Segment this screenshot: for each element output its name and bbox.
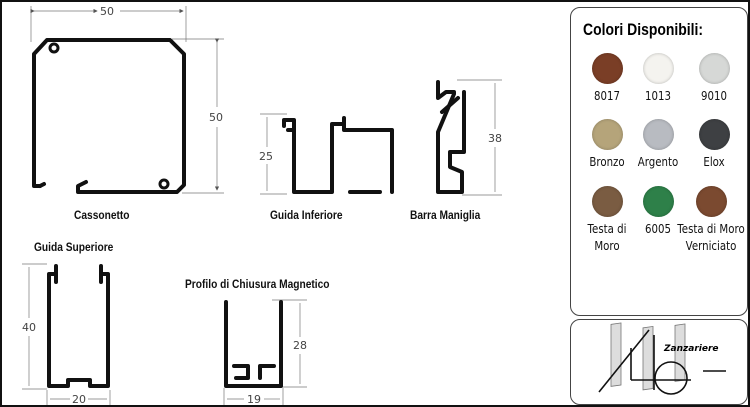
color-swatch: 9010 [684,53,744,105]
color-label: 8017 [594,89,620,103]
color-label: Elox [703,155,725,169]
cassonetto-height: 50 [209,111,223,124]
color-dot [642,119,674,150]
color-swatch: 6005 [628,186,688,238]
guida-superiore-height: 40 [22,321,36,334]
color-dot [698,119,730,150]
cassonetto-width: 50 [100,5,114,18]
profilo-chiusura-width: 19 [247,393,261,406]
color-dot [591,53,623,84]
barra-maniglia-height: 38 [488,132,502,145]
barra-maniglia-label: Barra Maniglia [410,208,481,222]
color-label: 9010 [701,89,727,103]
color-swatch: Elox [684,119,744,171]
brand-logo: Zanzariere [570,319,748,405]
color-swatch: 1013 [628,53,688,105]
logo-mark [598,322,726,395]
cassonetto-label: Cassonetto [74,208,130,222]
guida-superiore-width: 20 [72,393,86,406]
colors-title: Colori Disponibili: [583,20,704,39]
guida-inferiore-height: 25 [259,150,273,163]
color-label: 6005 [645,222,671,236]
color-dot [695,186,727,217]
color-label: 1013 [645,89,671,103]
profilo-chiusura-height: 28 [293,339,307,352]
color-swatch: Bronzo [577,119,637,171]
profilo-chiusura-label: Profilo di Chiusura Magnetico [185,277,330,291]
color-swatch: Argento [628,119,688,171]
color-dot [698,53,730,84]
logo-text: Zanzariere [664,344,719,354]
color-label: Testa di Moro [587,222,627,253]
color-label: Argento [637,155,679,169]
color-dot [642,186,674,217]
color-dot [642,53,674,84]
color-swatch: Testa di Moro [577,186,637,255]
color-dot [591,119,623,150]
guida-inferiore-label: Guida Inferiore [270,208,343,222]
color-dot [591,186,623,217]
color-label: Testa di Moro Verniciato [677,222,745,253]
guida-superiore-label: Guida Superiore [34,240,114,254]
color-swatch: Testa di Moro Verniciato [671,186,748,255]
color-label: Bronzo [589,155,625,169]
color-swatch: 8017 [577,53,637,105]
